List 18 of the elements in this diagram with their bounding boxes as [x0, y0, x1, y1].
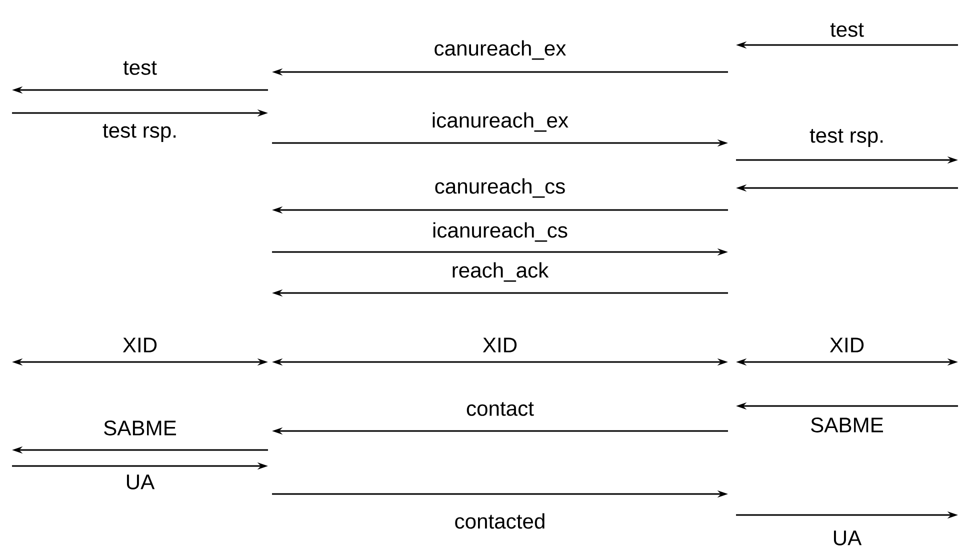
message-label: contacted — [455, 513, 544, 529]
message-label: test rsp. — [102, 124, 176, 142]
message-label: UA — [126, 474, 155, 490]
message-label: canureach_ex — [434, 40, 566, 60]
message-label: XID — [830, 338, 864, 352]
message-label: SABME — [104, 420, 176, 436]
message-label: icanureach_cs — [433, 222, 568, 242]
message-label: UA — [834, 530, 862, 546]
message-label: contact — [466, 402, 534, 416]
message-label: reach_ack — [452, 262, 549, 282]
message-label: test — [123, 61, 157, 75]
message-label: XID — [122, 338, 157, 352]
message-label: canureach_cs — [435, 178, 565, 198]
message-label: test rsp. — [810, 129, 883, 148]
message-label: icanureach_ex — [432, 112, 568, 132]
message-label: test — [830, 23, 864, 37]
message-label: SABME — [811, 418, 883, 432]
message-label: XID — [482, 338, 517, 352]
